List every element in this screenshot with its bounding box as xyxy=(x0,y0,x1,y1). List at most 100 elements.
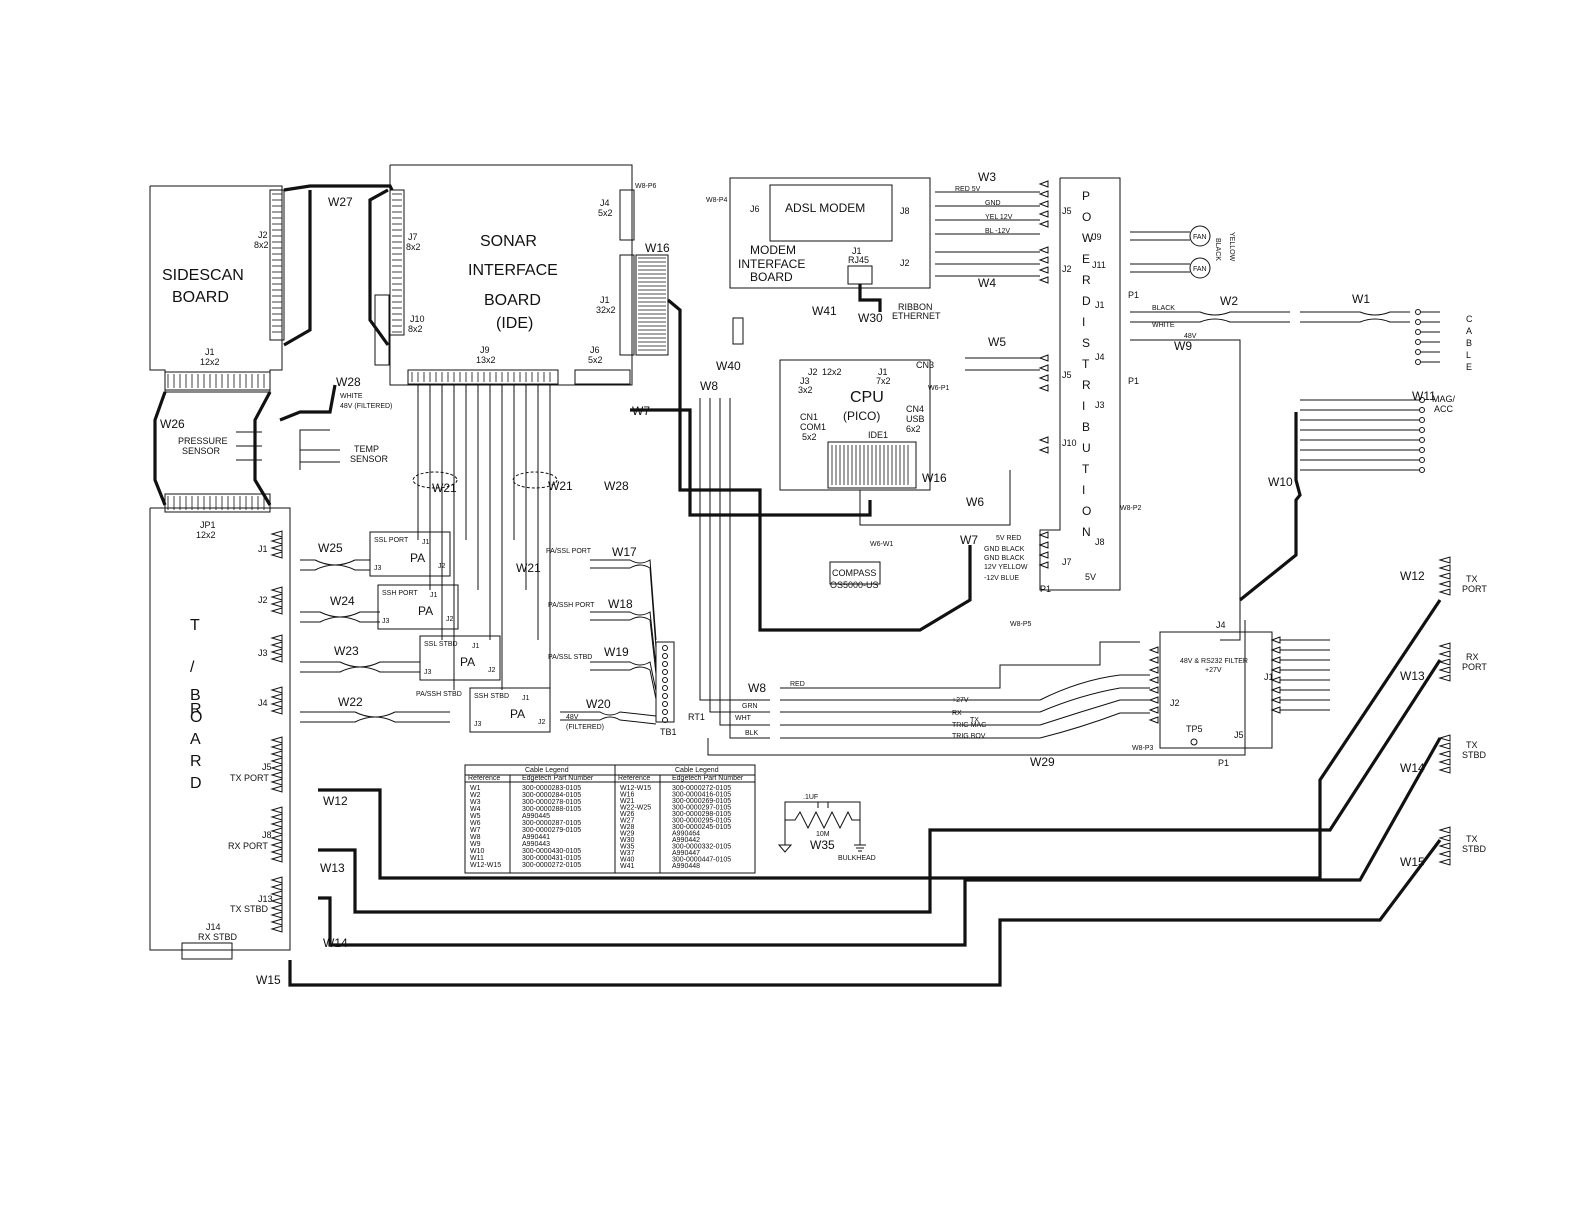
tb1-terminal-screw xyxy=(662,685,668,691)
filter-pin-right xyxy=(1270,646,1281,654)
tr-letter: B xyxy=(190,687,201,704)
power-letter: U xyxy=(1082,441,1091,455)
pa-module xyxy=(419,635,501,681)
cpu-com1: COM1 xyxy=(800,422,826,432)
tr-j14: J14 xyxy=(206,922,221,932)
tr-jp1: JP1 xyxy=(200,520,216,530)
w26-bundle: W26 xyxy=(153,391,272,506)
tr-pin xyxy=(270,641,283,649)
sidescan-board: SIDESCAN BOARD J2 8x2 J1 12x2 xyxy=(149,185,285,393)
power-pin xyxy=(1038,200,1049,208)
power-pin xyxy=(1038,561,1049,569)
pressure-sensor-2: SENSOR xyxy=(182,446,221,456)
pair-a xyxy=(300,611,380,618)
legend-right-ref: W22-W25 xyxy=(620,805,651,812)
w-conductor xyxy=(590,611,657,667)
legend-right-ref: W37 xyxy=(620,850,635,857)
filter-p1: P1 xyxy=(1218,758,1229,768)
tr-pin xyxy=(270,883,283,891)
sidescan-title-1: SIDESCAN xyxy=(162,267,244,284)
sonar-j7-size: 8x2 xyxy=(406,242,421,252)
sonar-title-3: BOARD xyxy=(484,292,541,309)
adsl-modem-label: ADSL MODEM xyxy=(785,201,865,215)
w41-label: W41 xyxy=(812,304,837,318)
filter-j2: J2 xyxy=(1170,698,1180,708)
fan-1 xyxy=(1189,225,1211,247)
pa-label: PA xyxy=(460,655,475,669)
legend-left-part: 300-0000278-0105 xyxy=(522,799,581,806)
tr-pin xyxy=(270,537,283,545)
pa-ssh-port-label: PA/SSH PORT xyxy=(548,602,595,609)
w14-left: W14 xyxy=(323,936,348,950)
w3-gnd: GND xyxy=(985,200,1001,207)
w20-filtered: (FILTERED) xyxy=(566,724,604,731)
fan-1-label: FAN xyxy=(1193,234,1207,241)
tr-pin xyxy=(270,750,283,758)
filter-pin-left xyxy=(1148,686,1159,694)
port-pin xyxy=(1438,842,1451,850)
pa-module xyxy=(377,584,459,630)
pa-label: PA xyxy=(418,604,433,618)
legend-right-ref: W35 xyxy=(620,844,635,851)
tr-pin xyxy=(270,841,283,849)
tr-letter: T xyxy=(190,617,200,634)
w3-red5v: RED 5V xyxy=(955,186,981,193)
sig-trig-bov: TRIG BOV xyxy=(952,733,986,740)
ide1-header xyxy=(827,441,917,489)
cpu-j3-size: 3x2 xyxy=(798,385,813,395)
sonar-j7-connector xyxy=(389,189,405,336)
legend-left-ref: W8 xyxy=(470,834,481,841)
legend-right-ref: W29 xyxy=(620,831,635,838)
power-letter: T xyxy=(1082,357,1090,371)
power-j8: J8 xyxy=(1095,537,1105,547)
tx-stbd-2: STBD xyxy=(1462,750,1487,760)
tr-j5: J5 xyxy=(262,762,272,772)
power-letter: N xyxy=(1082,525,1091,539)
power-p1-mid: P1 xyxy=(1128,376,1139,386)
mag-pin xyxy=(1419,457,1425,463)
cpu-j2-size: 12x2 xyxy=(822,367,842,377)
w21-left-label: W21 xyxy=(432,481,457,495)
filter-j4: J4 xyxy=(1216,620,1226,630)
compass-2: OS5000-US xyxy=(830,580,879,590)
w2-black: BLACK xyxy=(1152,305,1175,312)
tr-pin xyxy=(270,820,283,828)
power-pin xyxy=(1038,210,1049,218)
tr-pin xyxy=(270,855,283,863)
legend-right-ref: W30 xyxy=(620,837,635,844)
legend-left-part: 300-0000431-0105 xyxy=(522,855,581,862)
power-pin xyxy=(1038,531,1049,539)
sig-tx: TX xyxy=(970,717,979,724)
tr-pin xyxy=(270,551,283,559)
pa-j2: J2 xyxy=(488,667,496,674)
w2-white: WHITE xyxy=(1152,322,1175,329)
w40-label: W40 xyxy=(716,359,741,373)
tr-pin xyxy=(270,707,283,715)
legend-right-ref: W16 xyxy=(620,792,635,799)
port-pin xyxy=(1438,758,1451,766)
tb1-terminal-screw xyxy=(662,661,668,667)
rj45-jack xyxy=(847,265,873,285)
pa-j1: J1 xyxy=(522,695,530,702)
w21-bundle-marker xyxy=(512,471,558,489)
cpu-ide1: IDE1 xyxy=(868,430,888,440)
legend-left-col-ref: Reference xyxy=(468,775,500,782)
rx-port-1: RX xyxy=(1466,652,1479,662)
pa-ssl-stbd-label: PA/SSL STBD xyxy=(548,654,592,661)
legend-left-part: 300-0000283-0105 xyxy=(522,785,581,792)
modem-interface-board: ADSL MODEM MODEM INTERFACE BOARD J1 RJ45… xyxy=(716,177,941,373)
compass: COMPASS OS5000-US W6-W1 xyxy=(829,541,893,590)
tr-pin xyxy=(270,700,283,708)
legend-right-part: 300-0000298-0105 xyxy=(672,811,731,818)
w21-right-label: W21 xyxy=(548,479,573,493)
legend-right-heading: Cable Legend xyxy=(675,767,719,774)
power-pin xyxy=(1038,246,1049,254)
tb1-terminal-screw xyxy=(662,693,668,699)
tr-j8: J8 xyxy=(262,830,272,840)
mag-acc-1: MAG/ xyxy=(1432,394,1456,404)
power-j5b: J5 xyxy=(1062,370,1072,380)
w21-bundle-marker xyxy=(412,471,458,489)
tr-j13-label: TX STBD xyxy=(230,904,269,914)
w3-label: W3 xyxy=(978,170,996,184)
w12-right: W12 xyxy=(1400,569,1425,583)
